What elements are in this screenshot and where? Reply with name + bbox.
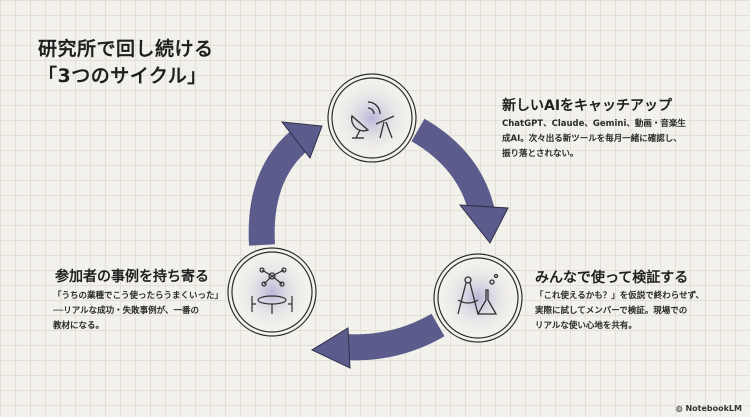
arrow-verify-to-share: [344, 313, 445, 361]
arrow-catchup-to-verify: [411, 118, 495, 216]
desc-line: リアルな使い心地を共有。: [535, 321, 637, 331]
brand-name: NotebookLM: [685, 404, 742, 413]
title-line2: 「3つのサイクル」: [38, 65, 207, 87]
desc-line: ChatGPT、Claude、Gemini、動画・音楽生: [502, 119, 686, 129]
step-share-heading: 参加者の事例を持ち寄る: [55, 269, 209, 285]
satellite-telescope-icon: [351, 101, 395, 139]
desc-line: ──リアルな成功・失敗事例が、一番の: [53, 306, 199, 316]
step-catchup-heading: 新しいAIをキャッチアップ: [502, 98, 673, 114]
brand-logo: ◍ NotebookLM: [675, 404, 742, 413]
desc-line: 「これ使えるかも？」を仮説で終わらせず、: [535, 291, 704, 301]
step-verify-desc: 「これ使えるかも？」を仮説で終わらせず、 実際に試してメンバーで検証。現場での …: [535, 289, 704, 334]
desc-line: 「うちの業種でこう使ったらうまくいった」: [53, 291, 224, 301]
desc-line: 成AI。次々出る新ツールを毎月一緒に確認し、: [502, 134, 682, 144]
step-verify-heading: みんなで使って検証する: [535, 270, 689, 286]
step-catchup-desc: ChatGPT、Claude、Gemini、動画・音楽生 成AI。次々出る新ツー…: [502, 117, 686, 162]
title-line1: 研究所で回し続ける: [38, 38, 214, 60]
slide-title: 研究所で回し続ける 「3つのサイクル」: [38, 36, 214, 90]
desc-line: 振り落とされない。: [502, 149, 579, 159]
desc-line: 実際に試してメンバーで検証。現場での: [535, 306, 688, 316]
arrowhead-up: [280, 121, 323, 160]
step-share-desc: 「うちの業種でこう使ったらうまくいった」 ──リアルな成功・失敗事例が、一番の …: [53, 289, 223, 334]
compass-flask-icon: [457, 273, 499, 315]
desc-line: 教材になる。: [53, 321, 105, 331]
arrowhead-left: [310, 327, 351, 369]
network-meeting-icon: [251, 267, 293, 314]
arrow-share-to-catchup: [248, 130, 309, 246]
arrowhead-down: [458, 204, 509, 244]
